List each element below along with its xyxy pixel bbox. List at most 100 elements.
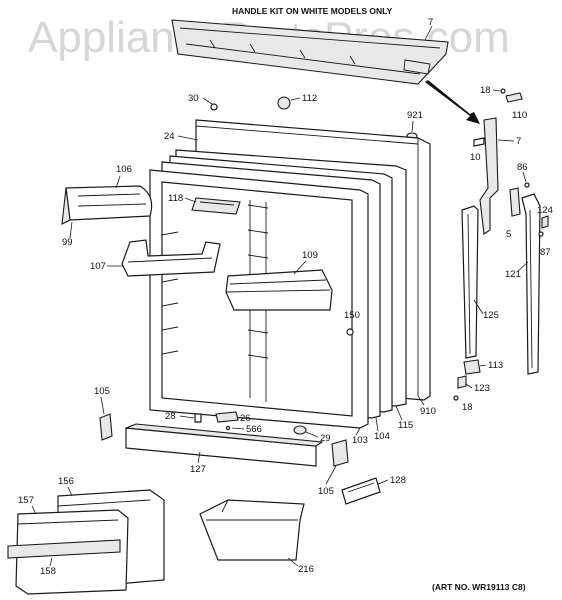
callout-105a: 105 xyxy=(94,386,110,397)
callout-106: 106 xyxy=(116,164,132,175)
part-105b xyxy=(331,439,349,467)
callout-124: 124 xyxy=(537,205,553,216)
callout-118: 118 xyxy=(168,193,183,204)
leader-127 xyxy=(197,451,201,464)
screw-30 xyxy=(210,103,218,111)
leader-105b xyxy=(325,465,337,485)
leader-112 xyxy=(290,97,301,101)
leader-158 xyxy=(49,557,53,567)
leader-24 xyxy=(177,135,199,141)
leader-7b xyxy=(497,139,515,142)
callout-158: 158 xyxy=(40,566,56,577)
part-29 xyxy=(293,425,307,435)
callout-29: 29 xyxy=(320,433,331,444)
leader-566 xyxy=(231,427,245,430)
part-124 xyxy=(541,215,549,229)
leader-157 xyxy=(31,505,37,515)
callout-26: 26 xyxy=(240,413,251,424)
part-150 xyxy=(346,328,354,336)
leader-86 xyxy=(522,171,527,183)
part-28 xyxy=(194,413,202,423)
callout-150: 150 xyxy=(344,310,360,321)
callout-30: 30 xyxy=(188,93,199,104)
callout-28: 28 xyxy=(165,411,176,422)
callout-112: 112 xyxy=(302,93,317,104)
leader-121 xyxy=(516,261,529,273)
callout-87: 87 xyxy=(540,247,551,258)
kick-plate-127 xyxy=(125,423,324,467)
callout-10: 10 xyxy=(470,152,481,163)
leader-29 xyxy=(305,431,319,438)
detail-arrow xyxy=(425,80,480,124)
callout-99: 99 xyxy=(62,237,73,248)
callout-125: 125 xyxy=(483,310,499,321)
callout-104: 104 xyxy=(374,431,390,442)
callout-113: 113 xyxy=(488,360,503,371)
plug-112 xyxy=(277,96,291,110)
bin-216 xyxy=(199,499,305,561)
leader-103 xyxy=(355,427,361,436)
leader-118 xyxy=(184,197,197,203)
art-number: (ART NO. WR19113 C8) xyxy=(432,582,526,592)
leader-7a xyxy=(424,25,433,41)
callout-105b: 105 xyxy=(318,486,334,497)
callout-566: 566 xyxy=(246,424,262,435)
callout-107: 107 xyxy=(90,261,106,272)
leader-109 xyxy=(293,260,307,275)
callout-121: 121 xyxy=(505,269,521,280)
callout-157: 157 xyxy=(18,495,34,506)
leader-105a xyxy=(100,396,105,415)
part-105a xyxy=(99,413,113,441)
handle-121 xyxy=(521,193,541,375)
part-123 xyxy=(457,375,467,389)
callout-123: 123 xyxy=(474,383,490,394)
handle-bracket-7 xyxy=(479,117,499,235)
screw-87 xyxy=(538,231,544,237)
leader-125 xyxy=(473,299,484,315)
callout-156: 156 xyxy=(58,476,74,487)
callout-128: 128 xyxy=(390,475,406,486)
callout-127: 127 xyxy=(190,464,206,475)
callout-110: 110 xyxy=(512,110,527,121)
leader-99 xyxy=(69,221,73,239)
part-128 xyxy=(341,477,381,505)
leader-30 xyxy=(202,97,213,105)
trim-strip-125 xyxy=(461,205,479,359)
bin-109 xyxy=(225,269,333,311)
callout-109: 109 xyxy=(302,250,318,261)
screw-18a xyxy=(500,88,506,94)
leader-113 xyxy=(479,364,487,367)
leader-910 xyxy=(417,395,425,406)
leader-115 xyxy=(395,405,403,421)
callout-7a: 7 xyxy=(428,17,433,28)
leader-104 xyxy=(375,417,379,432)
leader-128 xyxy=(377,479,389,485)
callout-18b: 18 xyxy=(462,402,473,413)
part-5 xyxy=(509,187,521,217)
screw-86 xyxy=(524,182,530,188)
shelf-107 xyxy=(121,239,221,277)
callout-18a: 18 xyxy=(480,85,491,96)
part-26 xyxy=(215,411,239,423)
part-10 xyxy=(473,137,485,147)
screw-566 xyxy=(225,425,231,431)
leader-18a xyxy=(492,89,501,92)
callout-5: 5 xyxy=(506,229,511,240)
leader-28 xyxy=(179,415,195,419)
leader-123 xyxy=(465,383,473,389)
callout-216: 216 xyxy=(298,564,314,575)
cap-110 xyxy=(505,92,523,103)
callout-7b: 7 xyxy=(516,136,521,147)
callout-24: 24 xyxy=(164,131,175,142)
handle-kit-part xyxy=(171,19,449,85)
callout-910: 910 xyxy=(420,406,436,417)
callout-103: 103 xyxy=(352,435,368,446)
screw-18b xyxy=(453,395,459,401)
crisper-front-158 xyxy=(7,539,121,559)
callout-86: 86 xyxy=(517,162,528,173)
shelf-118 xyxy=(191,197,241,215)
callout-115: 115 xyxy=(398,420,413,431)
part-113 xyxy=(463,359,481,375)
leader-106 xyxy=(115,175,121,189)
